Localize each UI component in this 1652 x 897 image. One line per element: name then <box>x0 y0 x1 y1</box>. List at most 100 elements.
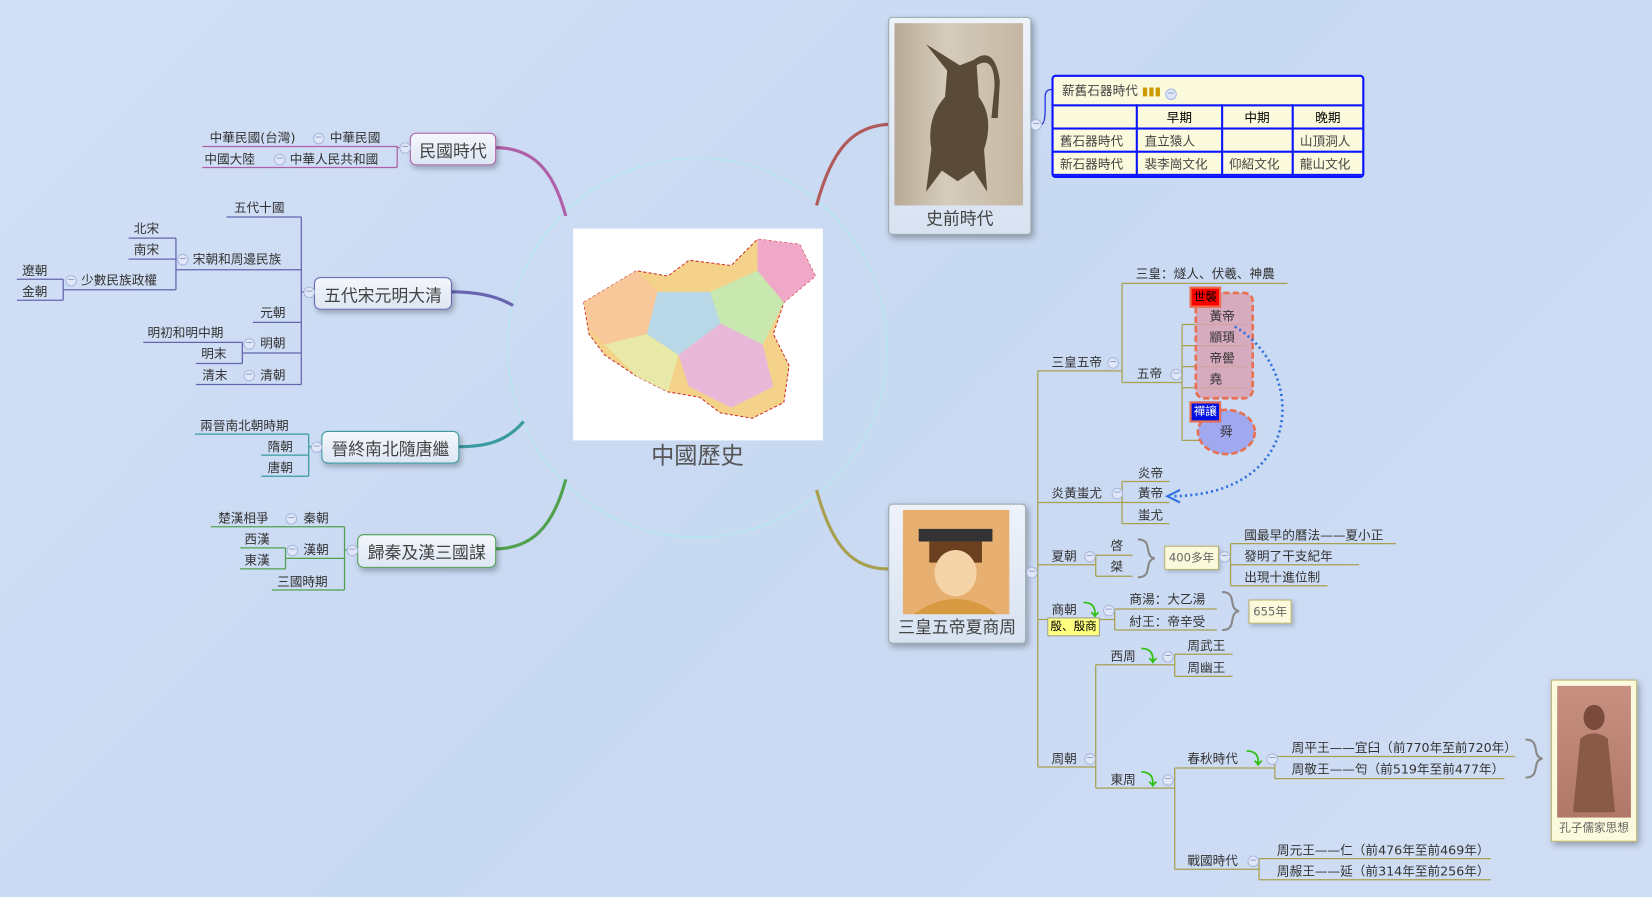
collapse-button[interactable]: − <box>1170 368 1183 381</box>
node[interactable]: 紂王：帝辛受 <box>1129 614 1206 629</box>
summary-confucius[interactable]: 孔子儒家思想 <box>1550 679 1638 842</box>
collapse-button[interactable]: − <box>1084 551 1096 563</box>
collapse-button[interactable]: − <box>1103 604 1115 617</box>
collapse-button[interactable]: − <box>1111 487 1124 500</box>
topic-minguo[interactable]: 民國時代 <box>409 132 497 166</box>
node-yanhuang[interactable]: 炎黃蚩尤 <box>1051 485 1103 501</box>
collapse-button[interactable]: − <box>65 274 77 287</box>
collapse-button[interactable]: − <box>1030 119 1042 131</box>
node[interactable]: 清末 <box>202 367 228 383</box>
node[interactable]: 三國時期 <box>277 574 328 589</box>
node-zhou[interactable]: 周朝 <box>1051 751 1077 766</box>
drill-down-arrow-icon[interactable]: ⤵ <box>1083 600 1099 620</box>
node[interactable]: 兩晉南北朝時期 <box>200 418 289 434</box>
node[interactable]: 舜 <box>1220 424 1233 440</box>
node[interactable]: 宋朝和周邊民族 <box>192 251 282 267</box>
node-sanhuang-wudi[interactable]: 三皇五帝 <box>1051 355 1103 370</box>
node[interactable]: 中華人民共和國 <box>289 151 379 167</box>
node[interactable]: 楚漢相爭 <box>218 510 269 526</box>
node[interactable]: 商湯：大乙湯 <box>1129 592 1206 607</box>
drill-down-arrow-icon[interactable]: ⤵ <box>1141 770 1157 790</box>
node[interactable]: 西漢 <box>244 532 270 547</box>
collapse-button[interactable]: − <box>285 513 298 525</box>
node[interactable]: 堯 <box>1209 371 1223 387</box>
collapse-button[interactable]: − <box>176 253 189 266</box>
node[interactable]: 元朝 <box>260 305 286 321</box>
node-west-zhou[interactable]: 西周 <box>1110 648 1136 664</box>
node[interactable]: 周武王 <box>1187 638 1226 654</box>
node[interactable]: 周元王——仁（前476年至前469年） <box>1276 842 1490 858</box>
node[interactable]: 周赧王——延（前314年至前256年） <box>1276 863 1490 879</box>
collapse-button[interactable]: − <box>310 441 323 454</box>
node-shang[interactable]: 商朝 <box>1051 602 1077 618</box>
node[interactable]: 明初和明中期 <box>147 325 224 341</box>
node-xia[interactable]: 夏朝 <box>1051 548 1077 564</box>
collapse-button[interactable]: − <box>243 338 255 350</box>
node[interactable]: 明朝 <box>260 336 286 351</box>
node[interactable]: 出現十進位制 <box>1244 569 1321 585</box>
node[interactable]: 南宋 <box>133 242 160 258</box>
node[interactable]: 周敬王——匄（前519年至前477年） <box>1291 761 1505 777</box>
node[interactable]: 黃帝 <box>1137 485 1164 501</box>
central-topic-title[interactable]: 中國歷史 <box>651 443 744 470</box>
node[interactable]: 北宋 <box>133 221 160 236</box>
node[interactable]: 秦朝 <box>303 510 329 526</box>
node[interactable]: 顓頊 <box>1209 329 1235 345</box>
node[interactable]: 中國大陸 <box>204 151 255 167</box>
node[interactable]: 隋朝 <box>267 439 293 455</box>
collapse-button[interactable]: − <box>399 142 411 154</box>
table-row: 舊石器時代直立猿人山頂洞人 <box>1053 127 1363 153</box>
collapse-button[interactable]: − <box>1218 551 1231 563</box>
pottery-jug-icon <box>926 44 1000 192</box>
collapse-button[interactable]: − <box>1266 753 1278 765</box>
node[interactable]: 漢朝 <box>303 542 329 558</box>
collapse-button[interactable]: − <box>1165 88 1177 101</box>
node[interactable]: 唐朝 <box>267 460 293 476</box>
node[interactable]: 周平王——宜臼（前770年至前720年） <box>1291 740 1517 756</box>
node[interactable]: 桀 <box>1110 559 1124 575</box>
summary-shang-duration[interactable]: 655年 <box>1248 599 1292 624</box>
collapse-button[interactable]: − <box>303 286 316 299</box>
node[interactable]: 東漢 <box>244 553 270 568</box>
collapse-button[interactable]: − <box>1162 651 1174 663</box>
node-chunqiu[interactable]: 春秋時代 <box>1187 751 1238 766</box>
node-east-zhou[interactable]: 東周 <box>1110 772 1136 788</box>
summary-xia-duration[interactable]: 400多年 <box>1164 545 1219 570</box>
node[interactable]: 啓 <box>1110 538 1124 554</box>
topic-ancient[interactable]: 三皇五帝夏商周 <box>888 503 1027 644</box>
topic-prehistory[interactable]: 史前時代 <box>888 16 1032 235</box>
node[interactable]: 金朝 <box>22 284 48 300</box>
node[interactable]: 帝嚳 <box>1209 350 1235 366</box>
node[interactable]: 清朝 <box>260 367 286 383</box>
node[interactable]: 少數民族政權 <box>81 272 157 288</box>
node[interactable]: 五代十國 <box>233 200 285 215</box>
collapse-button[interactable]: − <box>346 544 359 557</box>
topic-jin[interactable]: 晉終南北隨唐繼 <box>321 430 460 464</box>
node[interactable]: 中華民國 <box>329 130 381 146</box>
node[interactable]: 蚩尤 <box>1137 507 1164 523</box>
collapse-button[interactable]: − <box>1107 357 1119 369</box>
node[interactable]: 周幽王 <box>1187 660 1226 676</box>
node[interactable]: 遼朝 <box>22 263 48 279</box>
node[interactable]: 五帝 <box>1136 366 1163 382</box>
node[interactable]: 明末 <box>201 346 227 362</box>
topic-qin[interactable]: 歸秦及漢三國謀 <box>357 534 497 568</box>
topic-song[interactable]: 五代宋元明大清 <box>313 277 452 310</box>
node[interactable]: 中華民國(台灣) <box>209 130 296 146</box>
node[interactable]: 炎帝 <box>1137 465 1164 481</box>
node[interactable]: 國最早的曆法——夏小正 <box>1244 527 1384 543</box>
collapse-button[interactable]: − <box>1247 855 1260 868</box>
collapse-button[interactable]: − <box>273 153 286 166</box>
node[interactable]: 發明了干支紀年 <box>1244 548 1333 564</box>
drill-down-arrow-icon[interactable]: ⤵ <box>1141 646 1157 666</box>
collapse-button[interactable]: − <box>286 544 299 557</box>
collapse-button[interactable]: − <box>243 369 255 382</box>
drill-down-arrow-icon[interactable]: ⤵ <box>1246 749 1263 769</box>
collapse-button[interactable]: − <box>1162 774 1174 786</box>
collapse-button[interactable]: − <box>1084 753 1096 765</box>
node-zhanguo[interactable]: 戰國時代 <box>1187 853 1238 869</box>
node[interactable]: 黃帝 <box>1209 308 1235 324</box>
node[interactable]: 三皇：燧人、伏羲、神農 <box>1135 266 1275 282</box>
collapse-button[interactable]: − <box>1026 566 1038 579</box>
collapse-button[interactable]: − <box>312 132 325 145</box>
